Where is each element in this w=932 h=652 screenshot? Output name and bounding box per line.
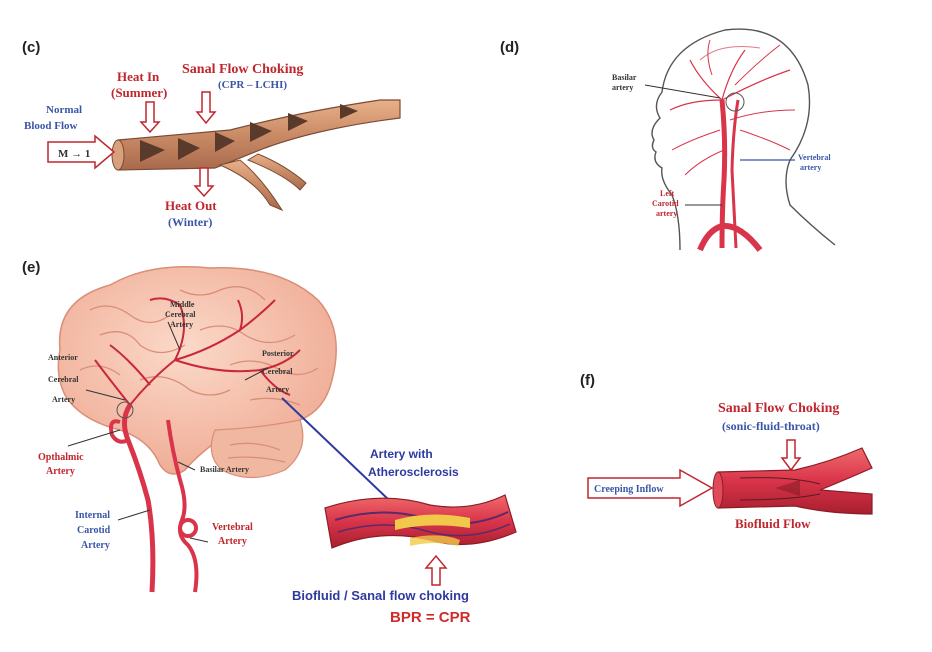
aca-label-1: Anterior bbox=[48, 353, 78, 362]
mca-label-1: Middle bbox=[170, 300, 195, 309]
pca-label-1: Posterior bbox=[262, 349, 294, 358]
cerebellum-shape bbox=[210, 419, 304, 479]
head-outline-d bbox=[651, 28, 836, 251]
vertebral-label-1-d: Vertebral bbox=[798, 153, 831, 162]
ophthalmic-label-2: Artery bbox=[46, 466, 75, 477]
mach-box-text: M → 1 bbox=[58, 148, 90, 160]
aca-label-3: Artery bbox=[52, 395, 75, 404]
heat-in-label: Heat In bbox=[117, 69, 160, 84]
heat-out-season: (Winter) bbox=[168, 215, 212, 229]
vertebral-label-2-e: Artery bbox=[218, 536, 247, 547]
pca-label-3: Artery bbox=[266, 385, 289, 394]
heat-out-arrow bbox=[193, 167, 215, 198]
ica-label-1: Internal bbox=[75, 510, 110, 521]
carotid-label-2-d: Carotid bbox=[652, 199, 679, 208]
neck-arteries-e bbox=[109, 403, 199, 593]
choking-title-f: Sanal Flow Choking bbox=[718, 401, 839, 416]
brain-pointers bbox=[67, 321, 269, 543]
panel-f-label: (f) bbox=[580, 372, 595, 389]
choking-arrow-f bbox=[780, 439, 802, 472]
bpr-label: BPR = CPR bbox=[390, 609, 471, 626]
ica-label-3: Artery bbox=[81, 540, 110, 551]
aca-label-2: Cerebral bbox=[48, 375, 79, 384]
heat-in-season: (Summer) bbox=[111, 85, 167, 100]
creeping-inflow-label: Creeping Inflow bbox=[594, 484, 664, 495]
normal-flow-label-2: Blood Flow bbox=[24, 120, 78, 132]
panel-e: (e) bbox=[22, 259, 517, 626]
carotid-label-1-d: Left bbox=[660, 189, 675, 198]
panel-c: (c) M → 1 Heat In (Summer) Sanal Flow Ch… bbox=[22, 39, 401, 229]
mach-box-arrow bbox=[47, 134, 116, 170]
heat-in-arrow bbox=[139, 101, 161, 134]
pca-label-2: Cerebral bbox=[262, 367, 293, 376]
normal-flow-label-1: Normal bbox=[46, 104, 82, 116]
y-vessel-f bbox=[712, 447, 873, 515]
athero-label-2: Atherosclerosis bbox=[368, 465, 459, 479]
heat-out-label: Heat Out bbox=[165, 198, 217, 213]
choking-sub-f: (sonic-fluid-throat) bbox=[722, 419, 820, 433]
choking-title-c: Sanal Flow Choking bbox=[182, 62, 303, 77]
biofluid-arrow-e bbox=[424, 554, 448, 586]
basilar-label-2-d: artery bbox=[612, 83, 633, 92]
mca-label-2: Cerebral bbox=[165, 310, 196, 319]
ophthalmic-label-1: Opthalmic bbox=[38, 452, 84, 463]
basilar-label-1-d: Basilar bbox=[612, 73, 637, 82]
carotid-label-3-d: artery bbox=[656, 209, 677, 218]
basilar-pointer-d bbox=[644, 84, 721, 99]
artery-network-d bbox=[669, 39, 796, 252]
ica-label-2: Carotid bbox=[77, 525, 111, 536]
atherosclerosis-inset bbox=[324, 494, 517, 549]
panel-f: (f) Sanal Flow Choking (sonic-fluid-thro… bbox=[580, 372, 873, 531]
creeping-inflow-arrow bbox=[587, 468, 714, 508]
biofluid-label-e: Biofluid / Sanal flow choking bbox=[292, 588, 469, 603]
choking-arrow-c bbox=[195, 91, 217, 125]
choking-sub-c: (CPR – LCHI) bbox=[218, 79, 287, 91]
plaque bbox=[395, 514, 470, 530]
biofluid-label-f: Biofluid Flow bbox=[735, 516, 811, 531]
mca-label-3: Artery bbox=[170, 320, 193, 329]
panel-d-label: (d) bbox=[500, 39, 519, 56]
vertebral-label-2-d: artery bbox=[800, 163, 821, 172]
basilar-label-e: Basilar Artery bbox=[200, 465, 249, 474]
athero-label-1: Artery with bbox=[370, 447, 433, 461]
panel-c-label: (c) bbox=[22, 39, 40, 56]
panel-e-label: (e) bbox=[22, 259, 40, 276]
vertebral-label-1-e: Vertebral bbox=[212, 522, 253, 533]
panel-d: (d) Basilar artery Vertebral artery bbox=[500, 28, 836, 252]
vessel-tube-c bbox=[111, 99, 401, 212]
brain-arteries bbox=[94, 297, 301, 406]
